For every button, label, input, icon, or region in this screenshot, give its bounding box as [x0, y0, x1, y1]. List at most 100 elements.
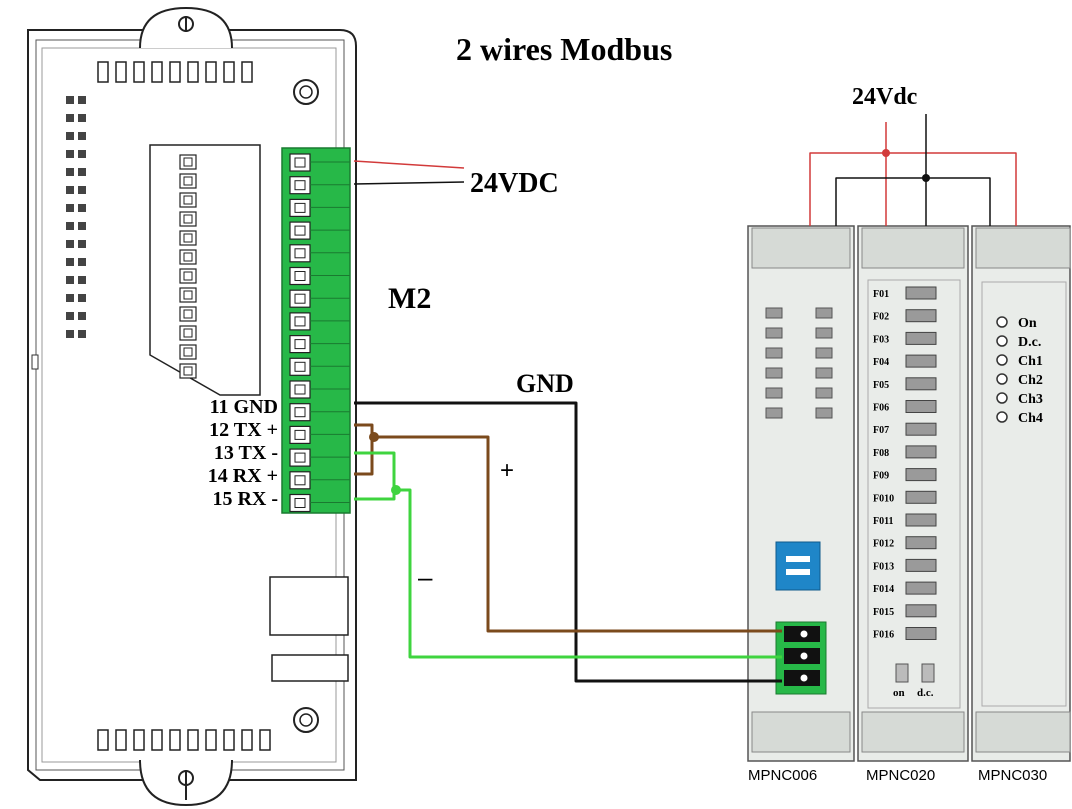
channel-led	[905, 536, 937, 550]
rs485-terminals	[784, 626, 820, 686]
channel-label: F010	[873, 493, 894, 504]
channel-label: F013	[873, 561, 894, 572]
terminal-screw	[179, 344, 197, 360]
side-led	[66, 312, 74, 320]
m2-terminal-screw	[289, 403, 311, 422]
side-led	[66, 258, 74, 266]
modules-rack: F01F02F03F04F05F06F07F08F09F010F011F012F…	[747, 225, 1071, 762]
wire-gnd	[354, 401, 782, 683]
top-right-screw-inner	[299, 85, 313, 99]
channel-label: F014	[873, 584, 894, 595]
side-led	[66, 204, 74, 212]
m2-terminal-screw	[289, 448, 311, 467]
junction-black	[922, 174, 930, 182]
channel-led	[905, 400, 937, 413]
channel-led	[905, 604, 937, 618]
m2-terminal-screw-head	[294, 407, 306, 418]
mpnc006-led	[765, 387, 783, 399]
junction-red	[882, 149, 890, 157]
m2-terminal-screw-head	[294, 293, 306, 304]
module-mpnc020: F01F02F03F04F05F06F07F08F09F010F011F012F…	[857, 225, 969, 762]
vent-tab	[169, 729, 181, 751]
module-label-mpnc030: MPNC030	[978, 767, 1047, 784]
bottom-right-screw-inner	[299, 713, 313, 727]
channel-label: F015	[873, 607, 894, 618]
dip-switch-2[interactable]	[786, 569, 810, 575]
channel-led	[905, 581, 937, 595]
side-led	[66, 150, 74, 158]
status-led-label: On	[1018, 316, 1037, 331]
terminal-screw-head	[183, 233, 193, 243]
dip-switch-1[interactable]	[786, 556, 810, 562]
vent-tab	[223, 61, 235, 83]
side-led	[78, 330, 86, 338]
m2-terminal-screw	[289, 380, 311, 399]
channel-led	[905, 309, 937, 323]
channel-led	[905, 558, 937, 572]
m2-terminal-screw-head	[294, 316, 306, 327]
vent-tab	[223, 729, 235, 751]
left-terminal-block	[149, 144, 261, 396]
m2-terminal-screw	[289, 221, 311, 240]
vent-tab	[205, 729, 217, 751]
dc-led	[921, 663, 935, 683]
side-led	[66, 114, 74, 122]
side-led	[78, 150, 86, 158]
mpnc006-top-cap	[751, 227, 851, 269]
terminal-screw-head	[183, 195, 193, 205]
mpnc006-led	[815, 327, 833, 339]
side-led	[78, 258, 86, 266]
m2-terminal-screw-head	[294, 271, 306, 281]
left-terminal-screws	[179, 154, 197, 379]
status-led-label: Ch3	[1018, 392, 1043, 407]
channel-led	[905, 331, 937, 345]
dip-switch[interactable]	[775, 541, 821, 591]
vent-tab	[151, 61, 163, 83]
junction-brown	[369, 432, 379, 442]
channel-led	[905, 513, 937, 527]
mpnc030-body	[971, 225, 1071, 762]
m2-terminal-screw	[289, 198, 311, 217]
side-led	[78, 114, 86, 122]
channel-label: F04	[873, 357, 889, 368]
hmi-device	[27, 6, 357, 807]
terminal-screw	[179, 363, 197, 379]
side-led	[78, 96, 86, 104]
terminal-screw-head	[183, 328, 193, 338]
terminal-label-13: 13 TX -	[214, 442, 278, 464]
terminal-screw	[179, 173, 197, 189]
on-led	[895, 663, 909, 683]
m2-terminal-screw	[289, 312, 311, 331]
status-led-icon	[996, 373, 1008, 385]
m2-terminal-screw-head	[294, 475, 306, 486]
wire-24v-red-left	[353, 160, 465, 169]
side-led	[66, 222, 74, 230]
m2-terminal-screw-head	[294, 202, 306, 213]
side-led	[66, 186, 74, 194]
mpnc006-led	[815, 367, 833, 379]
status-led-label: Ch4	[1018, 411, 1043, 426]
m2-terminal-screw-head	[294, 384, 306, 395]
side-led	[66, 96, 74, 104]
side-led	[78, 276, 86, 284]
m2-terminal-screw-head	[294, 225, 306, 236]
status-led-icon	[996, 354, 1008, 366]
m2-terminal-screws	[289, 153, 350, 513]
connector-label-m2: M2	[388, 282, 431, 315]
m2-terminal-screw-head	[294, 339, 306, 350]
vent-tab	[151, 729, 163, 751]
module-label-mpnc020: MPNC020	[866, 767, 935, 784]
vent-tab	[115, 729, 127, 751]
m2-terminal-screw	[289, 493, 311, 513]
side-led	[78, 294, 86, 302]
vent-tab	[97, 61, 109, 83]
vent-tab	[187, 61, 199, 83]
wiring	[353, 114, 1017, 683]
bottom-right-screw	[293, 707, 319, 733]
side-led	[66, 330, 74, 338]
vent-tab	[115, 61, 127, 83]
status-led-icon	[996, 335, 1008, 347]
side-led	[78, 132, 86, 140]
